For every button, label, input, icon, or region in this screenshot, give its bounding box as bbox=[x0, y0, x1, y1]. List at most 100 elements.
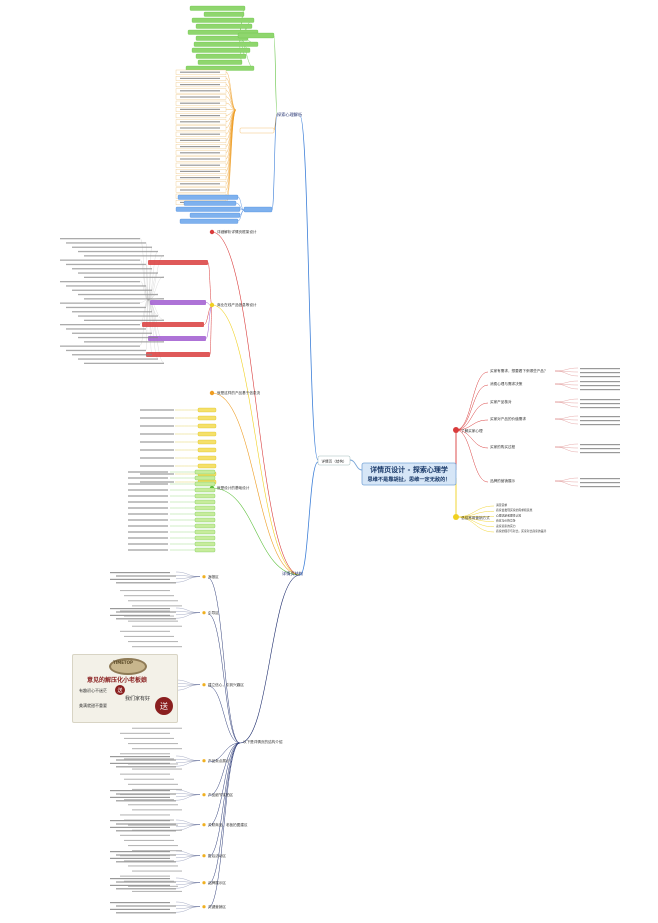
section-label[interactable]: 引导区 bbox=[208, 610, 219, 615]
leaf-textline bbox=[132, 890, 182, 892]
understand-item[interactable]: 买家有需求，想要看下来哪些产品？ bbox=[490, 368, 548, 373]
leaf-textline bbox=[580, 385, 620, 387]
branch-common-styles[interactable]: 总结常用营销方式 bbox=[453, 514, 490, 520]
connector bbox=[175, 607, 201, 613]
leaf-textline bbox=[116, 575, 176, 577]
leaf-textline bbox=[72, 311, 152, 313]
style-item[interactable]: 商家的展示与对比，买家对比商家的差异 bbox=[496, 529, 547, 533]
leaf-textline bbox=[140, 473, 174, 475]
connector bbox=[455, 384, 489, 431]
hub-left[interactable]: 详情页（结构） bbox=[317, 455, 351, 466]
connector bbox=[225, 78, 237, 111]
leaf-pill bbox=[197, 59, 243, 65]
leaf-pill bbox=[177, 194, 239, 200]
connector bbox=[175, 571, 201, 577]
leaf-textline bbox=[66, 306, 146, 309]
style-item[interactable]: 卖家商家的实力 bbox=[496, 524, 516, 528]
leaf-textline bbox=[120, 590, 170, 592]
leaf-textline bbox=[140, 457, 174, 459]
style-item[interactable]: 心理满足和理性认知 bbox=[496, 513, 521, 517]
branch-understand-buyer[interactable]: 了解买家心理 bbox=[453, 427, 483, 433]
leaf-textline bbox=[72, 246, 152, 248]
root-title: 详情页设计 - 探索心理学 bbox=[370, 465, 448, 474]
section-label[interactable]: 产品细节实拍区 bbox=[208, 792, 234, 797]
section-label[interactable]: 品牌展示区 bbox=[208, 880, 226, 885]
leaf-textline bbox=[580, 407, 620, 409]
style-item[interactable]: 商家会发现买家的需求和意愿 bbox=[496, 508, 533, 512]
section-dot bbox=[202, 611, 206, 615]
connector bbox=[554, 415, 579, 420]
leaf-textline bbox=[128, 549, 168, 551]
leaf-pill bbox=[194, 493, 216, 499]
leaf-pill bbox=[189, 5, 246, 11]
section-label[interactable]: 建立信心，引到兴趣区 bbox=[208, 682, 244, 687]
leaf-textline bbox=[78, 358, 158, 360]
leaf-textline bbox=[128, 537, 168, 539]
connector bbox=[207, 742, 241, 827]
promo-image: TIMETOP 意见的解压化小老板娘 有趣初心不迷茫 我们家有好 美满就甜不重要… bbox=[72, 654, 178, 723]
leaf-textline bbox=[140, 481, 174, 483]
connector bbox=[175, 755, 201, 761]
leaf-pill bbox=[195, 53, 247, 59]
understand-item[interactable]: 消费心理与需求决策 bbox=[490, 381, 523, 386]
connector bbox=[211, 304, 301, 576]
leaf-textline bbox=[180, 121, 220, 123]
ad-headline: 意见的解压化小老板娘 bbox=[87, 677, 148, 684]
styles-dot bbox=[453, 514, 459, 520]
leaf-textline bbox=[110, 820, 170, 822]
branch-detail-structure[interactable]: 详情页结构 bbox=[282, 570, 303, 577]
connector bbox=[225, 109, 237, 178]
sub-frame-design: 详细解析详情页框架设计 bbox=[217, 229, 257, 234]
leaf-pill bbox=[194, 505, 216, 511]
branch-understand-label: 了解买家心理 bbox=[461, 428, 483, 433]
leaf-textline bbox=[580, 478, 620, 480]
leaf-textline bbox=[120, 875, 170, 877]
section-dot bbox=[202, 759, 206, 763]
leaf-textline bbox=[140, 417, 174, 419]
section-dot bbox=[202, 881, 206, 885]
leaf-pill bbox=[150, 300, 206, 305]
leaf-textline bbox=[110, 796, 170, 798]
leaf-textline bbox=[116, 830, 176, 832]
connector-lines bbox=[139, 7, 579, 913]
understand-item[interactable]: 买家的购买过程 bbox=[490, 444, 516, 449]
leaf-textline bbox=[110, 756, 170, 758]
leaf-textline bbox=[110, 608, 170, 610]
section-label[interactable]: 海报区 bbox=[208, 574, 219, 579]
leaf-textline bbox=[128, 885, 178, 887]
branch-psychology[interactable]: 探索心理解析 bbox=[277, 111, 302, 118]
style-item[interactable]: 商家与价格竞争 bbox=[496, 519, 516, 523]
branch-styles-label: 总结常用营销方式 bbox=[461, 515, 490, 520]
leaf-textline bbox=[84, 276, 164, 278]
section-label[interactable]: 售后活动区 bbox=[208, 853, 226, 858]
leaf-textline bbox=[128, 804, 178, 806]
section-label[interactable]: 关联商品、老板拍图建议 bbox=[208, 822, 248, 827]
leaf-pill bbox=[194, 511, 216, 517]
leaf-pill bbox=[194, 523, 216, 529]
sub-product-plan: 以下是详情页的结构介绍 bbox=[243, 739, 283, 744]
leaf-textline bbox=[180, 90, 220, 92]
understand-item[interactable]: 买家对产品的价值需求 bbox=[490, 416, 526, 421]
leaf-textline bbox=[60, 324, 140, 326]
leaf-pill bbox=[185, 65, 255, 71]
connector bbox=[207, 577, 241, 744]
section-label[interactable]: 关键营销区 bbox=[208, 904, 226, 909]
leaf-textline bbox=[580, 372, 620, 374]
leaf-textline bbox=[120, 630, 170, 632]
leaf-textline bbox=[180, 96, 220, 98]
connector bbox=[455, 516, 495, 533]
understand-item[interactable]: 品牌的营销展示 bbox=[490, 478, 516, 483]
section-label[interactable]: 产品卖点展示 bbox=[208, 758, 230, 763]
ad-circle-large: 送 bbox=[155, 697, 173, 715]
leaf-textline bbox=[132, 625, 182, 627]
leaf-textline bbox=[72, 289, 152, 291]
leaf-textline bbox=[180, 158, 220, 160]
leaf-textline bbox=[128, 600, 178, 602]
understand-item[interactable]: 买家产品核对 bbox=[490, 399, 512, 404]
root-box bbox=[361, 462, 457, 486]
leaf-textline bbox=[124, 635, 174, 637]
root-node[interactable]: 详情页设计 - 探索心理学 思维不是靠胡扯，思维一定无敌的！ bbox=[361, 462, 457, 486]
leaf-textline bbox=[180, 133, 220, 135]
style-item[interactable]: 满足需求 bbox=[496, 503, 507, 507]
badge-seal bbox=[109, 658, 147, 675]
